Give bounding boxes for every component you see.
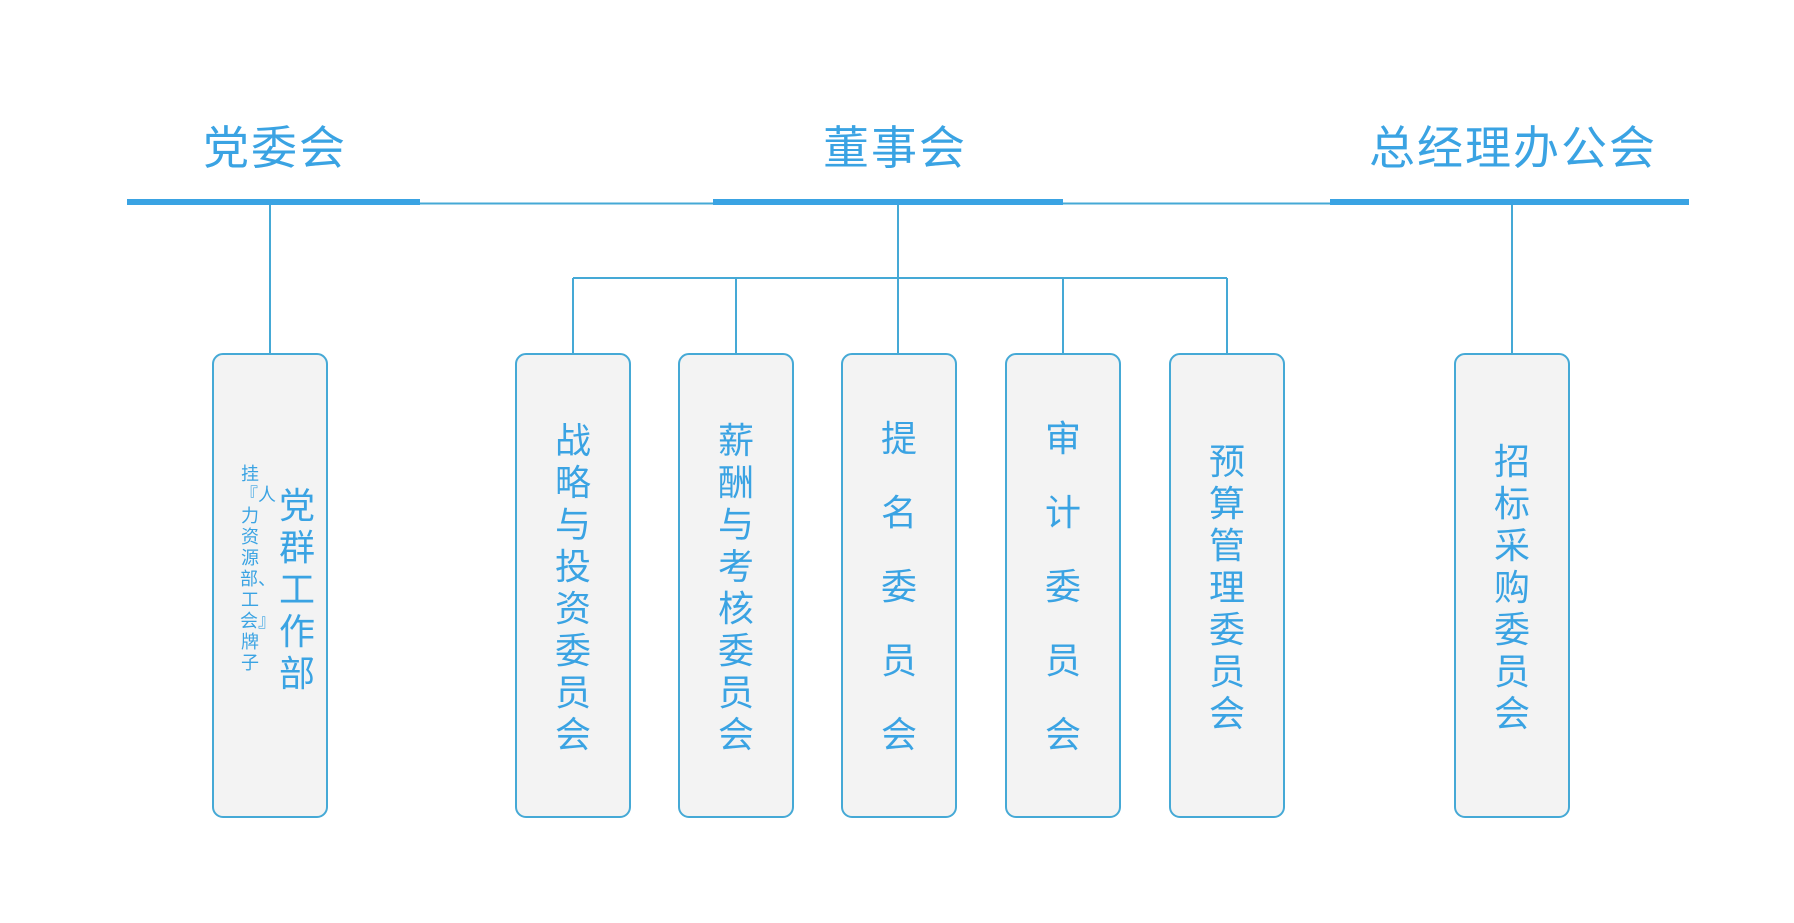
board-title: 董事会 xyxy=(823,121,967,175)
party-committee-title: 党委会 xyxy=(203,121,347,175)
nomination-committee-label: 提名委员会 xyxy=(880,419,917,756)
bidding-procurement-committee-box: 招标采购委员会 xyxy=(1454,353,1570,818)
party-committee-bar xyxy=(127,199,420,205)
gm-office-title: 总经理办公会 xyxy=(1369,121,1657,175)
audit-committee-label: 审计委员会 xyxy=(1044,419,1081,756)
party-work-dept-note: 挂『人力资源部、工会』牌子 xyxy=(240,464,276,674)
nomination-committee-box: 提名委员会 xyxy=(841,353,957,818)
strategy-investment-committee-label: 战略与投资委员会 xyxy=(554,421,591,756)
party-work-dept-label: 党群工作部 xyxy=(278,486,315,695)
strategy-investment-committee-box: 战略与投资委员会 xyxy=(515,353,631,818)
budget-management-committee-box: 预算管理委员会 xyxy=(1169,353,1285,818)
bidding-procurement-committee-label: 招标采购委员会 xyxy=(1493,442,1530,735)
budget-management-committee-label: 预算管理委员会 xyxy=(1208,442,1245,735)
gm-office-bar xyxy=(1330,199,1689,205)
audit-committee-box: 审计委员会 xyxy=(1005,353,1121,818)
compensation-appraisal-committee-label: 薪酬与考核委员会 xyxy=(717,421,754,756)
party-work-dept-box: 挂『人力资源部、工会』牌子 党群工作部 xyxy=(212,353,328,818)
compensation-appraisal-committee-box: 薪酬与考核委员会 xyxy=(678,353,794,818)
board-bar xyxy=(713,199,1063,205)
